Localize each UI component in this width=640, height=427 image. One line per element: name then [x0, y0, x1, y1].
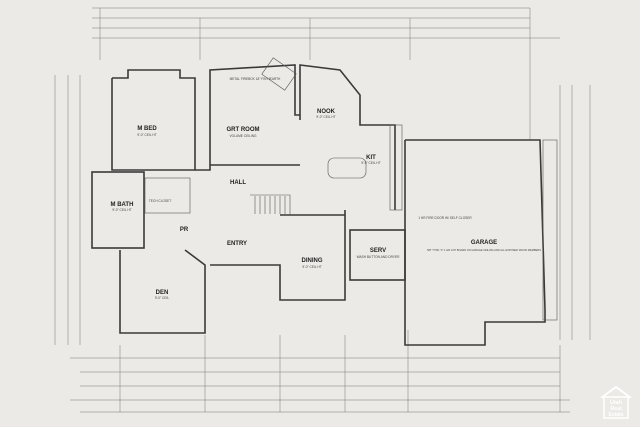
svg-text:Real: Real — [610, 406, 622, 412]
room-m-bed: M BED — [137, 126, 157, 132]
room-nook: NOOK — [317, 109, 336, 115]
room-labels: M BED 9'-0" CEIL HT GRT ROOM VOLUME CEIL… — [111, 77, 542, 300]
room-note: 9'-0" CEIL HT — [316, 115, 335, 119]
room-note: 5/8" TYPE "X" 1 HR GYP BOARD ON GARAGE C… — [427, 248, 541, 252]
room-note: 9'-0" CEIL — [155, 296, 170, 300]
tech-closet-note: TECH CLOSET — [149, 199, 171, 203]
room-kit: KIT — [366, 155, 376, 161]
room-grt-room: GRT ROOM — [227, 127, 260, 133]
dimension-lines — [54, 7, 591, 413]
room-serv: SERV — [370, 248, 386, 254]
room-note: 9'-0" CEIL HT — [112, 208, 131, 212]
garage-door-note: 1 HR FIRE DOOR W/ SELF CLOSER — [418, 216, 472, 220]
walls — [91, 57, 558, 346]
room-den: DEN — [156, 290, 169, 296]
room-dining: DINING — [302, 258, 323, 264]
room-note: 9'-0" CEIL HT — [137, 133, 156, 137]
room-entry: ENTRY — [227, 241, 247, 247]
room-note: 9'-0" CEIL HT — [302, 265, 321, 269]
svg-text:Estate: Estate — [608, 412, 623, 418]
utah-real-estate-logo: Utah Real Estate — [600, 385, 632, 419]
room-pr: PR — [180, 227, 189, 233]
room-m-bath: M BATH — [111, 202, 134, 208]
room-hall: HALL — [230, 180, 246, 186]
room-note: WASH BUTTON AND DRYER — [357, 255, 400, 259]
room-note: VOLUME CEILING — [229, 134, 257, 138]
room-note: 9'-0" CEIL HT — [361, 161, 380, 165]
svg-text:Utah: Utah — [610, 400, 623, 406]
room-garage: GARAGE — [471, 240, 497, 246]
fireplace-note: METAL FIREBOX 18" FIN HEARTH — [230, 77, 281, 81]
